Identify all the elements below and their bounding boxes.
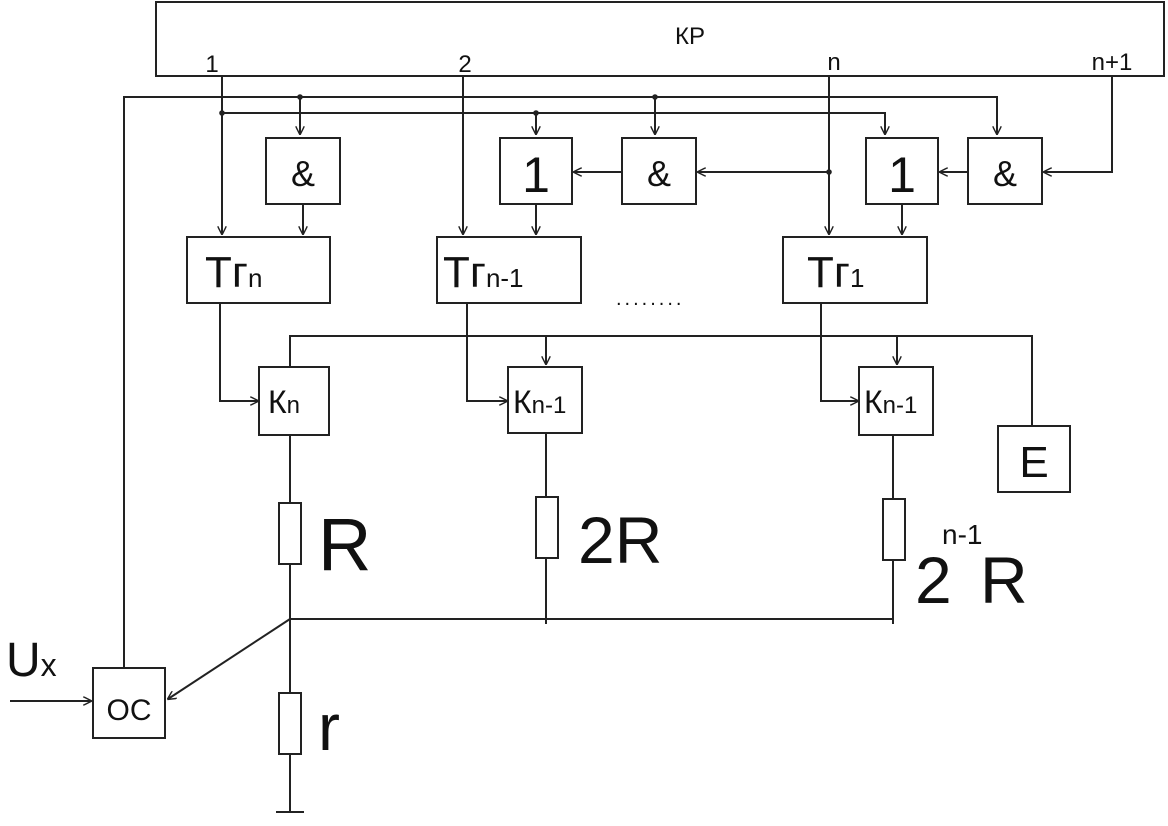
junction-dot [297,94,303,100]
trigger-n-label: Тгn [205,248,262,297]
switch-1 [858,366,934,436]
register-output-1: 1 [205,51,218,78]
and-gate-2-label: & [647,153,671,194]
register-block [155,1,1165,77]
resistor-2n1r [882,498,906,561]
resistor-2n1r-label: R [980,543,1028,617]
switch-n-1 [507,366,583,434]
trigger-1-label: Тг1 [807,248,864,297]
resistor-load [278,692,302,755]
resistor-r [278,502,302,565]
register-output-2: 2 [458,51,471,78]
trigger-n-1 [436,236,582,304]
trigger-1 [782,236,928,304]
and-gate-2 [621,137,697,205]
reference-source-label: Е [1019,438,1048,487]
junction-dot [533,110,539,116]
and-gate-3 [967,137,1043,205]
wire-trigger-n-1-to-switch [466,303,507,401]
wire-outn1-to-and [1044,76,1113,172]
wire-trigger-n-to-switch [219,303,258,401]
switch-1-label: Кn-1 [864,384,917,420]
wire-trigger-1-to-switch [820,303,858,401]
junction-dot [652,94,658,100]
wire-node-to-comparator [168,618,291,699]
switch-n-1-label: Кn-1 [513,384,566,420]
reference-source [997,425,1071,493]
trigger-n [186,236,331,304]
wire-reference-bus [289,335,1033,426]
comparator-label: ОС [107,694,152,727]
junction-dot [826,169,832,175]
trigger-n-1-label: Тгn-1 [443,248,524,297]
or-gate-1 [499,137,573,205]
and-gate-3-label: & [993,153,1017,194]
resistor-2n1r-coef: 2 [915,543,952,617]
resistor-2r-label: 2R [578,503,662,577]
switch-n [258,366,330,436]
junction-dot [219,110,225,116]
wire-second-bus [222,112,885,134]
wire-feedback-bus [123,96,997,668]
register-output-n: n [827,49,840,76]
comparator [92,667,166,739]
input-label: Ux [6,634,57,687]
resistor-2r [535,496,559,559]
resistor-2n1r-exponent: n-1 [942,519,982,550]
and-gate-1-label: & [291,153,315,194]
resistor-load-label: r [318,690,340,764]
register-label: КР [675,23,705,50]
ellipsis: ........ [616,288,684,310]
resistor-r-label: R [318,503,371,586]
switch-n-label: Кn [268,384,300,420]
register-output-n-plus-1: n+1 [1092,49,1133,76]
or-gate-2-label: 1 [888,147,916,203]
or-gate-1-label: 1 [522,147,550,203]
